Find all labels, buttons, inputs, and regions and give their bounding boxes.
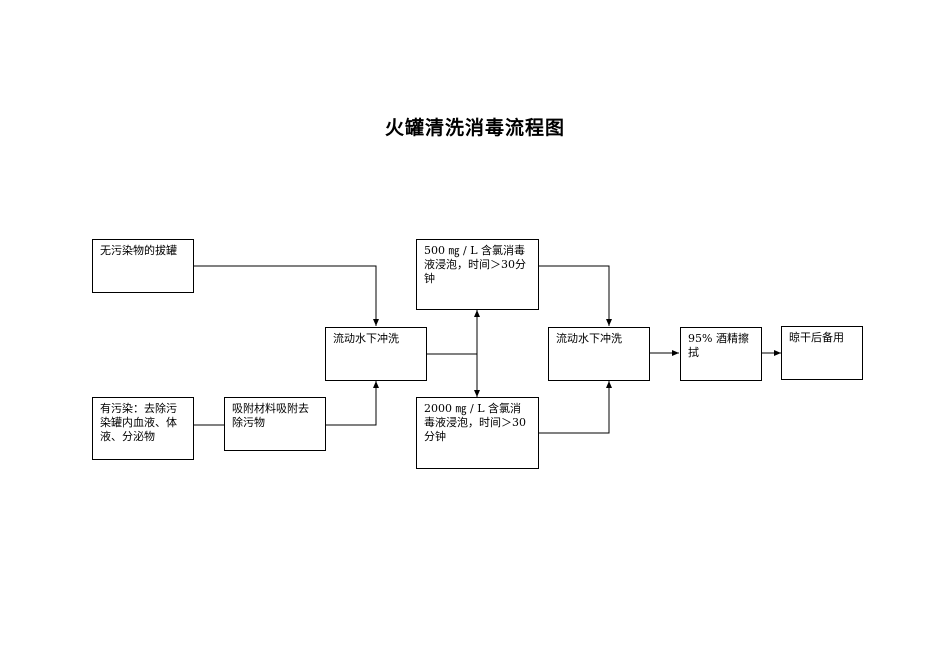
connector-clean-to-rinse: [193, 265, 379, 326]
node-rinse-2: 流动水下冲洗: [548, 327, 650, 381]
node-contaminated-cups: 有污染：去除污染罐内血液、体液、分泌物: [92, 397, 194, 460]
node-soak-2000: 2000 ㎎ / L 含氯消毒液浸泡，时间＞30分钟: [416, 397, 539, 469]
connector-absorb-to-rinse: [325, 381, 379, 426]
node-clean-cups: 无污染物的拔罐: [92, 239, 194, 293]
node-dry-store: 晾干后备用: [781, 326, 863, 380]
connector-soak500-to-rinse2: [538, 265, 612, 326]
node-alcohol-wipe: 95% 酒精擦拭: [680, 327, 762, 381]
node-soak-500: 500 ㎎ / L 含氯消毒液浸泡，时间＞30分钟: [416, 239, 539, 310]
node-rinse-1: 流动水下冲洗: [325, 327, 427, 381]
page-title: 火罐清洗消毒流程图: [384, 117, 565, 139]
node-absorb-material: 吸附材料吸附去除污物: [224, 397, 326, 451]
connector-soak2000-to-rinse2: [538, 381, 612, 434]
